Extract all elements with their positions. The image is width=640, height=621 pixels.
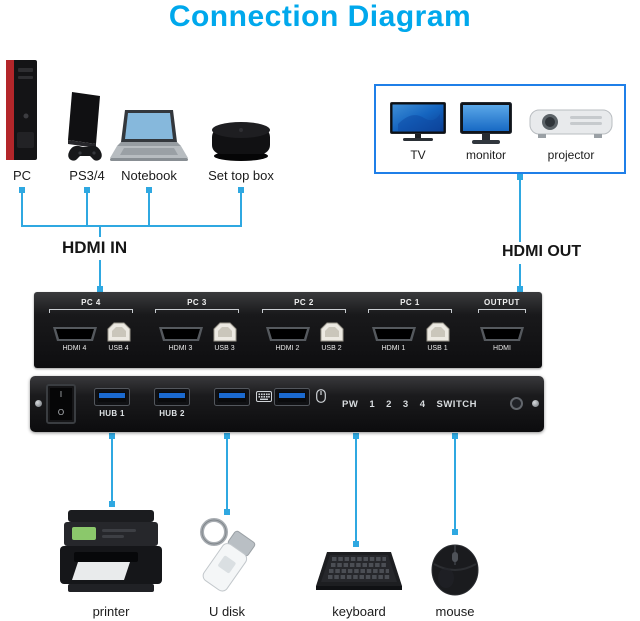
led-1-label: 1 (369, 398, 376, 410)
power-on-mark: I (59, 390, 63, 399)
kvm-back-panel: PC 4 HDMI 4 USB 4 PC 3 (34, 292, 542, 368)
hdmi-port-label: HDMI 4 (62, 345, 87, 352)
mouse-icon (316, 389, 326, 403)
keyboard-icon (256, 391, 272, 402)
hub1-label: HUB 1 (99, 409, 125, 418)
usb-b-port (320, 322, 343, 342)
usb-port-label: USB 1 (427, 345, 448, 352)
hdmi-in-label: HDMI IN (62, 238, 128, 257)
port-group-label: PC 2 (294, 298, 314, 307)
usb3-port-mouse (274, 388, 310, 406)
screw-icon (532, 400, 539, 407)
bracket (368, 309, 452, 313)
source-label-settopbox: Set top box (208, 168, 274, 183)
printer-icon (60, 510, 162, 592)
led-4-label: 4 (419, 398, 426, 410)
hdmi-port (52, 327, 97, 341)
usb3-port-keyboard (214, 388, 250, 406)
kvm-front-panel: I O HUB 1 HUB 2 (30, 376, 544, 432)
projector-icon (529, 109, 613, 138)
usb3-port-hub2 (154, 388, 190, 406)
display-label-projector: projector (547, 148, 595, 162)
display-label-tv: TV (410, 148, 426, 162)
hdmi-out-label: HDMI OUT (502, 243, 582, 260)
hdmi-port (158, 327, 203, 341)
led-3-label: 3 (402, 398, 409, 410)
port-group-label: PC 3 (187, 298, 207, 307)
source-label-ps: PS3/4 (69, 168, 105, 183)
port-group-pc4: PC 4 HDMI 4 USB 4 (45, 292, 137, 368)
usb-port-label: USB 2 (321, 345, 342, 352)
peripheral-label-mouse: mouse (435, 604, 475, 619)
port-group-label: PC 4 (81, 298, 101, 307)
screw-icon (35, 400, 42, 407)
port-group-pc3: PC 3 HDMI 3 USB 3 (151, 292, 243, 368)
pw-label: PW (342, 398, 359, 410)
port-group-pc2: PC 2 HDMI 2 USB 2 (258, 292, 350, 368)
usb3-port-hub1 (94, 388, 130, 406)
game-console-icon (68, 92, 102, 161)
switch-label: SWITCH (436, 398, 477, 410)
hdmi-output-port (480, 327, 524, 341)
bracket (155, 309, 239, 313)
usb-port-label: USB 3 (214, 345, 235, 352)
front-panel-status: PW 1 2 3 4 SWITCH (342, 376, 477, 432)
bracket (478, 309, 526, 313)
hub2-label: HUB 2 (159, 409, 185, 418)
hdmi-port (371, 327, 416, 341)
hdmi-port-label: HDMI 2 (275, 345, 300, 352)
laptop-icon (110, 110, 188, 161)
bracket (262, 309, 346, 313)
display-label-monitor: monitor (465, 148, 506, 162)
switch-button (510, 397, 523, 410)
port-group-label: PC 1 (400, 298, 420, 307)
mouse-device-icon (431, 544, 479, 596)
usb-flash-drive-icon (200, 518, 256, 592)
usb-b-port (426, 322, 449, 342)
bracket (49, 309, 133, 313)
hdmi-port-label: HDMI 1 (381, 345, 406, 352)
source-label-pc: PC (12, 168, 32, 183)
set-top-box-icon (212, 122, 270, 161)
usb-b-port (107, 322, 130, 342)
usb-b-port (213, 322, 236, 342)
hdmi-port (265, 327, 310, 341)
peripheral-label-printer: printer (92, 604, 130, 619)
power-off-mark: O (57, 408, 65, 417)
page-title: Connection Diagram (168, 0, 472, 33)
source-label-notebook: Notebook (121, 168, 177, 183)
usb-port-label: USB 4 (108, 345, 129, 352)
port-group-pc1: PC 1 HDMI 1 USB 1 (364, 292, 456, 368)
led-2-label: 2 (386, 398, 392, 410)
tv-icon (390, 102, 446, 141)
hdmi-output-label: HDMI (493, 345, 511, 352)
power-switch: I O (46, 384, 76, 424)
peripheral-label-keyboard: keyboard (332, 604, 386, 619)
display-devices-box: TV monitor projector (374, 84, 626, 174)
peripheral-label-udisk: U disk (208, 604, 246, 619)
hdmi-port-label: HDMI 3 (168, 345, 193, 352)
output-port-group: OUTPUT HDMI (470, 292, 534, 368)
keyboard-device-icon (316, 552, 402, 590)
pc-tower-icon (6, 60, 37, 160)
monitor-icon (460, 102, 512, 144)
output-group-label: OUTPUT (484, 298, 520, 307)
